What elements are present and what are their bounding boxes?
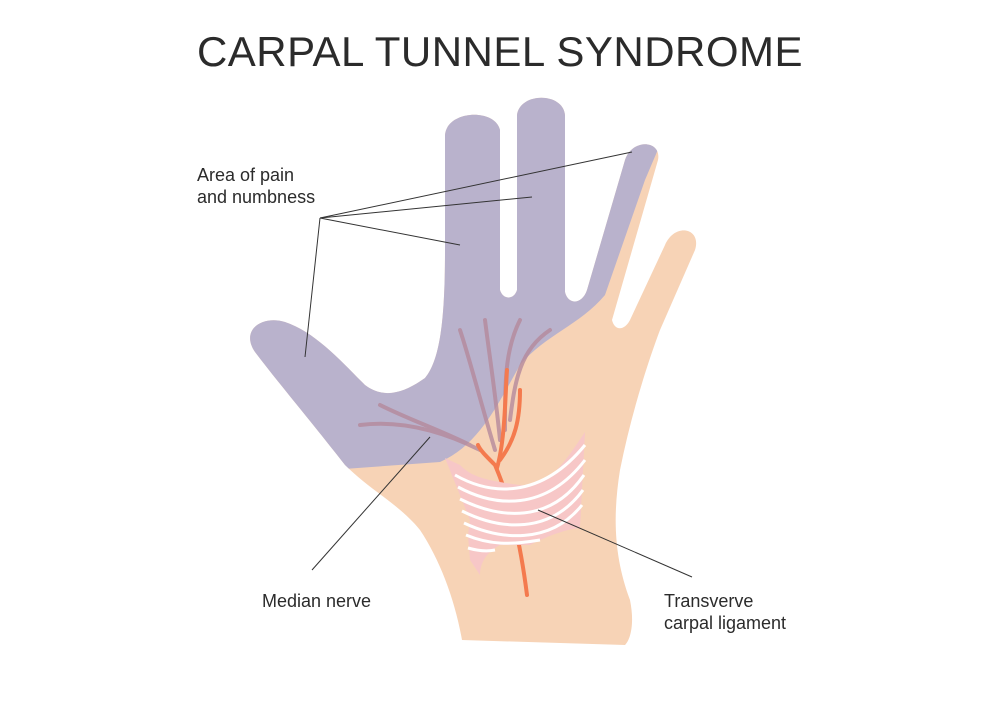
pain-label-line2: and numbness xyxy=(197,187,316,207)
ligament-label: Transverve carpal ligament xyxy=(664,590,786,634)
leader-lines xyxy=(304,151,693,578)
transverse-ligament xyxy=(445,432,587,575)
median-nerve-label: Median nerve xyxy=(262,591,372,611)
diagram-title: CARPAL TUNNEL SYNDROME xyxy=(196,28,804,75)
ligament-label-line2: carpal ligament xyxy=(664,613,787,633)
ligament-label-line1: Transverve xyxy=(664,591,754,611)
nerve-branches xyxy=(358,318,552,452)
median-nerve xyxy=(476,368,529,597)
pain-area-label: Area of pain and numbness xyxy=(197,164,315,208)
pain-label-line1: Area of pain xyxy=(197,165,295,185)
